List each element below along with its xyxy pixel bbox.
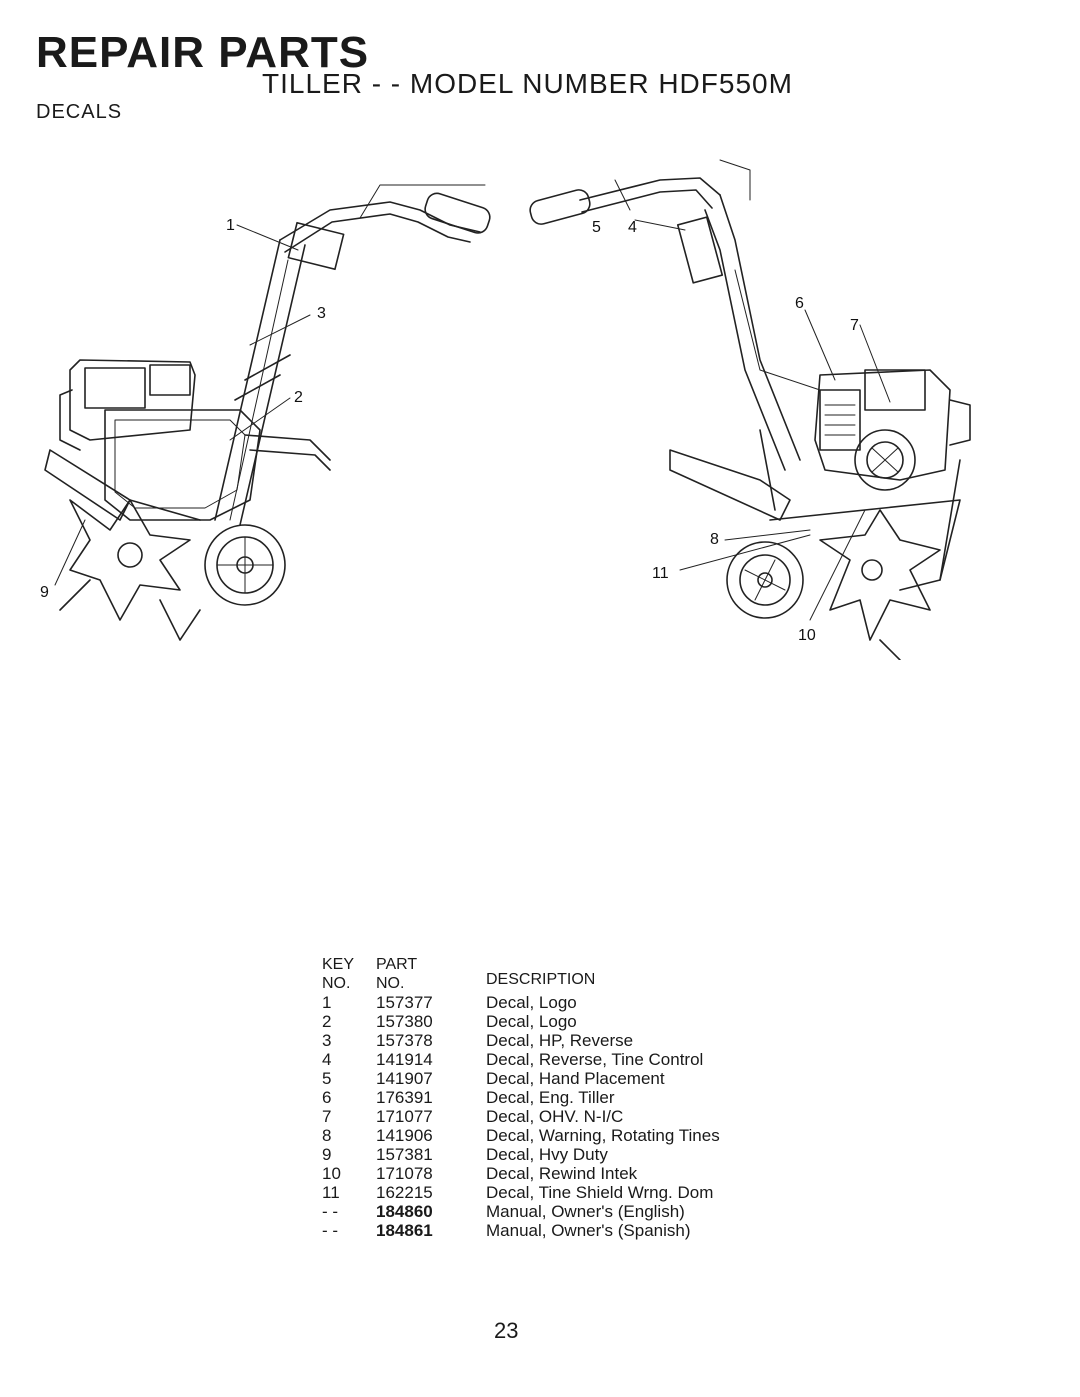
cell-part: 141906 xyxy=(376,1126,433,1145)
cell-desc: Decal, Eng. Tiller xyxy=(486,1088,615,1107)
cell-part: 157377 xyxy=(376,993,433,1012)
callout-7: 7 xyxy=(850,317,859,334)
cell-desc: Manual, Owner's (Spanish) xyxy=(486,1221,691,1240)
cell-desc: Decal, Rewind Intek xyxy=(486,1164,638,1183)
callout-8: 8 xyxy=(710,531,719,548)
model-subtitle: TILLER - - MODEL NUMBER HDF550M xyxy=(262,68,793,99)
table-row: 8 141906 Decal, Warning, Rotating Tines xyxy=(322,1126,786,1145)
header-key-no: NO. xyxy=(322,975,351,992)
header-key: KEY xyxy=(322,956,355,973)
cell-part: 184861 xyxy=(376,1221,433,1240)
header-part: PART xyxy=(376,956,418,973)
callout-10: 10 xyxy=(798,627,816,644)
cell-key: 1 xyxy=(322,993,332,1012)
header-part-no: NO. xyxy=(376,975,405,992)
callout-1: 1 xyxy=(226,217,235,234)
cell-desc: Decal, HP, Reverse xyxy=(486,1031,634,1050)
tiller-left-illustration: 1 3 2 9 xyxy=(30,140,510,660)
cell-desc: Decal, OHV. N-I/C xyxy=(486,1107,624,1126)
table-row: - - 184860 Manual, Owner's (English) xyxy=(322,1202,786,1221)
cell-key: 8 xyxy=(322,1126,332,1145)
cell-key: 7 xyxy=(322,1107,332,1126)
table-header-row-bottom: NO. NO. DESCRIPTION xyxy=(322,971,786,993)
page-number: 23 xyxy=(494,1318,519,1343)
cell-key: - - xyxy=(322,1221,339,1240)
table-row: 6 176391 Decal, Eng. Tiller xyxy=(322,1088,786,1107)
cell-part: 176391 xyxy=(376,1088,433,1107)
cell-part: 157380 xyxy=(376,1012,433,1031)
cell-key: - - xyxy=(322,1202,339,1221)
cell-part: 157381 xyxy=(376,1145,433,1164)
cell-desc: Decal, Hand Placement xyxy=(486,1069,665,1088)
cell-part: 162215 xyxy=(376,1183,433,1202)
cell-part: 141914 xyxy=(376,1050,433,1069)
callout-9: 9 xyxy=(40,584,49,601)
cell-key: 9 xyxy=(322,1145,332,1164)
cell-part: 171078 xyxy=(376,1164,433,1183)
cell-desc: Decal, Logo xyxy=(486,1012,577,1031)
callout-11: 11 xyxy=(652,565,669,582)
cell-desc: Decal, Tine Shield Wrng. Dom xyxy=(486,1183,714,1202)
cell-desc: Manual, Owner's (English) xyxy=(486,1202,685,1221)
callout-5: 5 xyxy=(592,219,601,236)
cell-key: 4 xyxy=(322,1050,332,1069)
cell-key: 3 xyxy=(322,1031,332,1050)
cell-key: 2 xyxy=(322,1012,332,1031)
cell-key: 6 xyxy=(322,1088,332,1107)
callout-6: 6 xyxy=(795,295,804,312)
cell-part: 157378 xyxy=(376,1031,433,1050)
page-title: REPAIR PARTS xyxy=(36,28,370,77)
cell-desc: Decal, Warning, Rotating Tines xyxy=(486,1126,720,1145)
table-row: 4 141914 Decal, Reverse, Tine Control xyxy=(322,1050,786,1069)
cell-desc: Decal, Reverse, Tine Control xyxy=(486,1050,704,1069)
callout-4: 4 xyxy=(628,219,637,236)
cell-desc: Decal, Hvy Duty xyxy=(486,1145,608,1164)
table-row: 9 157381 Decal, Hvy Duty xyxy=(322,1145,786,1164)
cell-part: 171077 xyxy=(376,1107,433,1126)
tiller-right-illustration: 5 4 6 7 8 11 10 xyxy=(520,140,1040,661)
table-row: 1 157377 Decal, Logo xyxy=(322,993,786,1012)
cell-desc: Decal, Logo xyxy=(486,993,577,1012)
section-title: DECALS xyxy=(36,101,123,123)
table-row: - - 184861 Manual, Owner's (Spanish) xyxy=(322,1221,786,1240)
cell-part: 141907 xyxy=(376,1069,433,1088)
cell-part: 184860 xyxy=(376,1202,433,1221)
cell-key: 5 xyxy=(322,1069,332,1088)
table-header-row-top: KEY PART xyxy=(322,955,786,974)
table-row: 5 141907 Decal, Hand Placement xyxy=(322,1069,786,1088)
table-row: 2 157380 Decal, Logo xyxy=(322,1012,786,1031)
cell-key: 10 xyxy=(322,1164,341,1183)
callout-3: 3 xyxy=(317,305,326,322)
header-description: DESCRIPTION xyxy=(486,971,596,988)
cell-key: 11 xyxy=(322,1183,340,1202)
table-row: 11 162215 Decal, Tine Shield Wrng. Dom xyxy=(322,1183,786,1202)
table-row: 7 171077 Decal, OHV. N-I/C xyxy=(322,1107,786,1126)
table-row: 3 157378 Decal, HP, Reverse xyxy=(322,1031,786,1050)
callout-2: 2 xyxy=(294,389,303,406)
table-row: 10 171078 Decal, Rewind Intek xyxy=(322,1164,786,1183)
